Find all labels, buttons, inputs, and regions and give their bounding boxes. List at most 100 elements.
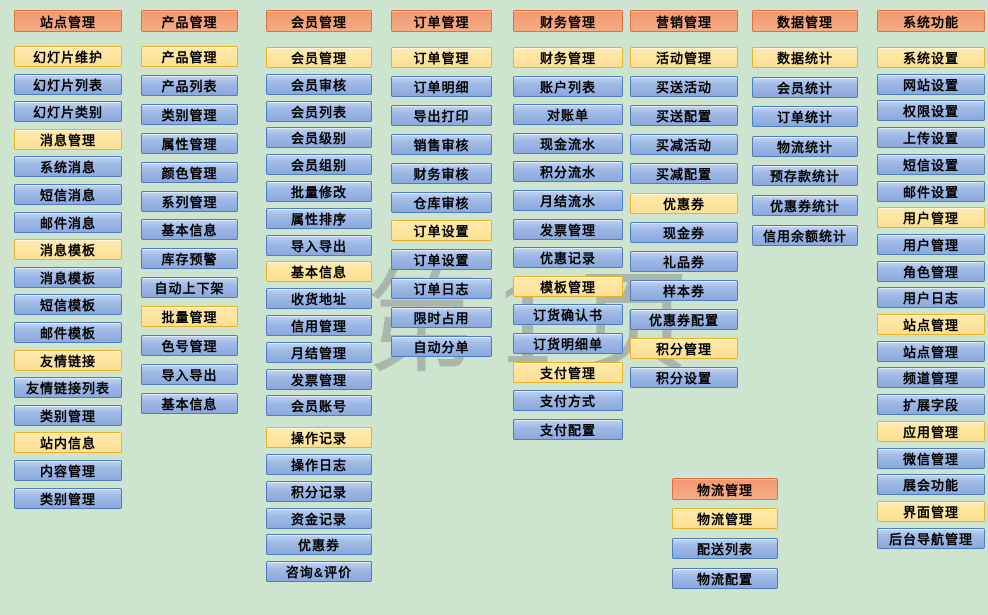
menu-item: 优惠券配置 — [630, 308, 738, 330]
menu-item: 仓库审核 — [391, 191, 492, 213]
menu-item: 订单设置 — [391, 249, 492, 271]
menu-item: 积分流水 — [513, 161, 623, 183]
menu-item: 短信消息 — [14, 184, 122, 205]
menu-item: 物流配置 — [672, 568, 778, 589]
menu-item: 收货地址 — [266, 288, 372, 310]
menu-item: 销售审核 — [391, 133, 492, 155]
group-header-item: 模板管理 — [513, 275, 623, 297]
menu-item: 对账单 — [513, 104, 623, 126]
column-header: 物流管理 — [672, 478, 778, 500]
menu-item: 会员统计 — [752, 76, 858, 98]
menu-item: 买送配置 — [630, 105, 738, 127]
column-header: 数据管理 — [752, 10, 858, 32]
group-header-item: 支付管理 — [513, 361, 623, 383]
column-header: 营销管理 — [630, 10, 738, 32]
menu-item: 用户日志 — [877, 287, 985, 309]
column-header: 站点管理 — [14, 10, 122, 32]
menu-item: 样本券 — [630, 279, 738, 301]
group-header-item: 用户管理 — [877, 207, 985, 229]
menu-item: 配送列表 — [672, 538, 778, 559]
menu-item: 后台导航管理 — [877, 527, 985, 549]
menu-item: 类别管理 — [14, 404, 122, 426]
menu-item: 积分设置 — [630, 367, 738, 389]
menu-item: 库存预警 — [141, 248, 238, 270]
menu-item: 类别管理 — [141, 103, 238, 125]
menu-item: 支付方式 — [513, 390, 623, 412]
menu-item: 属性管理 — [141, 132, 238, 154]
group-header-item: 基本信息 — [266, 261, 372, 283]
menu-item: 系列管理 — [141, 190, 238, 212]
menu-item: 微信管理 — [877, 447, 985, 469]
menu-item: 物流统计 — [752, 135, 858, 157]
menu-item: 买减配置 — [630, 163, 738, 185]
column-header: 会员管理 — [266, 10, 372, 32]
menu-item: 优惠记录 — [513, 247, 623, 269]
menu-item: 上传设置 — [877, 127, 985, 149]
group-header-item: 友情链接 — [14, 349, 122, 371]
group-header-item: 物流管理 — [672, 508, 778, 529]
menu-item: 角色管理 — [877, 260, 985, 282]
group-header-item: 订单设置 — [391, 220, 492, 242]
menu-item: 买减活动 — [630, 134, 738, 156]
menu-item: 友情链接列表 — [14, 377, 122, 399]
group-header-item: 消息管理 — [14, 128, 122, 150]
group-header-item: 消息模板 — [14, 239, 122, 261]
group-header-item: 积分管理 — [630, 338, 738, 359]
menu-item: 订单日志 — [391, 278, 492, 300]
column-header: 系统功能 — [877, 10, 985, 32]
menu-item: 用户管理 — [877, 233, 985, 255]
group-header-item: 产品管理 — [141, 46, 238, 67]
group-header-item: 数据统计 — [752, 47, 858, 68]
group-header-item: 财务管理 — [513, 47, 623, 68]
group-header-item: 会员管理 — [266, 47, 372, 68]
column-header: 财务管理 — [513, 10, 623, 32]
menu-item: 幻灯片列表 — [14, 73, 122, 95]
menu-item: 属性排序 — [266, 207, 372, 229]
menu-item: 类别管理 — [14, 487, 122, 509]
menu-item: 产品列表 — [141, 74, 238, 96]
menu-item: 发票管理 — [266, 368, 372, 390]
menu-item: 扩展字段 — [877, 394, 985, 416]
menu-item: 会员级别 — [266, 127, 372, 149]
menu-item: 导出打印 — [391, 104, 492, 126]
menu-item: 订货明细单 — [513, 333, 623, 354]
menu-item: 颜色管理 — [141, 161, 238, 183]
menu-item: 会员账号 — [266, 395, 372, 417]
group-header-item: 站点管理 — [877, 314, 985, 335]
menu-item: 发票管理 — [513, 218, 623, 240]
group-header-item: 应用管理 — [877, 420, 985, 442]
menu-item: 内容管理 — [14, 460, 122, 481]
group-header-item: 批量管理 — [141, 306, 238, 328]
menu-item: 订单明细 — [391, 75, 492, 97]
menu-item: 礼品券 — [630, 250, 738, 272]
menu-item: 导入导出 — [266, 234, 372, 256]
group-header-item: 幻灯片维护 — [14, 46, 122, 67]
group-header-item: 活动管理 — [630, 47, 738, 68]
menu-item: 咨询&评价 — [266, 561, 372, 583]
menu-item: 订单统计 — [752, 106, 858, 128]
menu-item: 幻灯片类别 — [14, 101, 122, 123]
menu-item: 自动分单 — [391, 336, 492, 357]
menu-item: 信用余额统计 — [752, 224, 858, 246]
menu-item: 现金券 — [630, 221, 738, 243]
menu-item: 资金记录 — [266, 507, 372, 529]
menu-item: 信用管理 — [266, 315, 372, 336]
menu-item: 买送活动 — [630, 76, 738, 98]
menu-item: 自动上下架 — [141, 277, 238, 299]
menu-item: 站点管理 — [877, 340, 985, 362]
menu-item: 订货确认书 — [513, 304, 623, 326]
menu-item: 财务审核 — [391, 162, 492, 184]
menu-item: 月结管理 — [266, 341, 372, 363]
menu-item: 会员审核 — [266, 73, 372, 95]
menu-item: 系统消息 — [14, 156, 122, 178]
menu-item: 短信设置 — [877, 153, 985, 175]
menu-item: 批量修改 — [266, 181, 372, 202]
group-header-item: 界面管理 — [877, 500, 985, 522]
menu-item: 现金流水 — [513, 132, 623, 154]
menu-item: 频道管理 — [877, 367, 985, 389]
menu-item: 邮件模板 — [14, 322, 122, 343]
menu-item: 色号管理 — [141, 335, 238, 356]
menu-item: 基本信息 — [141, 392, 238, 414]
group-header-item: 操作记录 — [266, 427, 372, 449]
